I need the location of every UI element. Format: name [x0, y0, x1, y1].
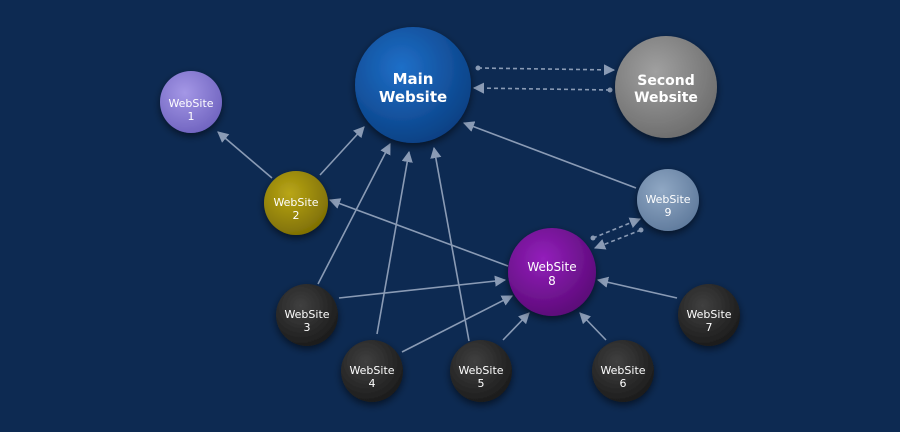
node-main-label-line1: Main	[393, 70, 434, 88]
node-second-label-line1: Second	[637, 73, 694, 89]
arrow-second-to-main	[472, 82, 611, 94]
node-w4-label-line1: WebSite	[349, 364, 394, 377]
node-w9-label-line1: WebSite	[645, 193, 690, 206]
node-w8-label-line2: 8	[548, 274, 556, 288]
node-w8-label-line1: WebSite	[527, 260, 576, 274]
node-second-website: Second Website	[615, 36, 717, 138]
node-w1-label-line1: WebSite	[168, 97, 213, 110]
node-w4-label-line2: 4	[369, 377, 376, 390]
node-website-3: WebSite 3	[276, 284, 338, 346]
node-w5-label-line2: 5	[478, 377, 485, 390]
node-main-label-line2: Website	[379, 88, 447, 106]
node-w3-label-line1: WebSite	[284, 308, 329, 321]
node-w9-label-line2: 9	[665, 206, 672, 219]
node-website-1: WebSite 1	[160, 71, 222, 133]
arrow-w5-to-main	[430, 146, 470, 342]
arrow-w9-to-main	[462, 121, 637, 189]
arrow-w4-to-w8	[401, 295, 513, 353]
node-w7-label-line1: WebSite	[686, 308, 731, 321]
arrow-w2-to-w1	[217, 131, 273, 179]
arrow-w7-to-w8	[596, 276, 678, 299]
arrow-w8-to-w9	[592, 217, 642, 239]
node-w6-label-line1: WebSite	[600, 364, 645, 377]
connector-dots	[475, 65, 644, 241]
node-w5-label-line1: WebSite	[458, 364, 503, 377]
node-website-9: WebSite 9	[637, 169, 699, 231]
arrow-main-to-second	[477, 64, 616, 76]
node-second-label-line2: Website	[634, 90, 698, 106]
node-w2-label-line2: 2	[293, 209, 300, 222]
node-w6-label-line2: 6	[620, 377, 627, 390]
node-website-6: WebSite 6	[592, 340, 654, 402]
node-w3-label-line2: 3	[304, 321, 311, 334]
node-w1-label-line2: 1	[188, 110, 195, 123]
node-w2-label-line1: WebSite	[273, 196, 318, 209]
node-website-2: WebSite 2	[264, 171, 328, 235]
node-main-website: Main Website	[355, 27, 471, 143]
arrow-w9-to-w8	[593, 229, 642, 250]
arrow-w3-to-main	[317, 143, 391, 285]
arrow-w4-to-main	[376, 150, 413, 335]
node-website-8: WebSite 8	[508, 228, 596, 316]
node-w7-label-line2: 7	[706, 321, 713, 334]
node-website-4: WebSite 4	[341, 340, 403, 402]
arrow-w2-to-main	[319, 126, 365, 176]
arrow-w8-to-w2	[328, 198, 509, 267]
arrow-w3-to-w8	[338, 275, 507, 299]
arrow-w6-to-w8	[579, 312, 607, 341]
node-website-7: WebSite 7	[678, 284, 740, 346]
arrow-w5-to-w8	[502, 312, 530, 341]
node-website-5: WebSite 5	[450, 340, 512, 402]
connectors	[217, 64, 678, 353]
